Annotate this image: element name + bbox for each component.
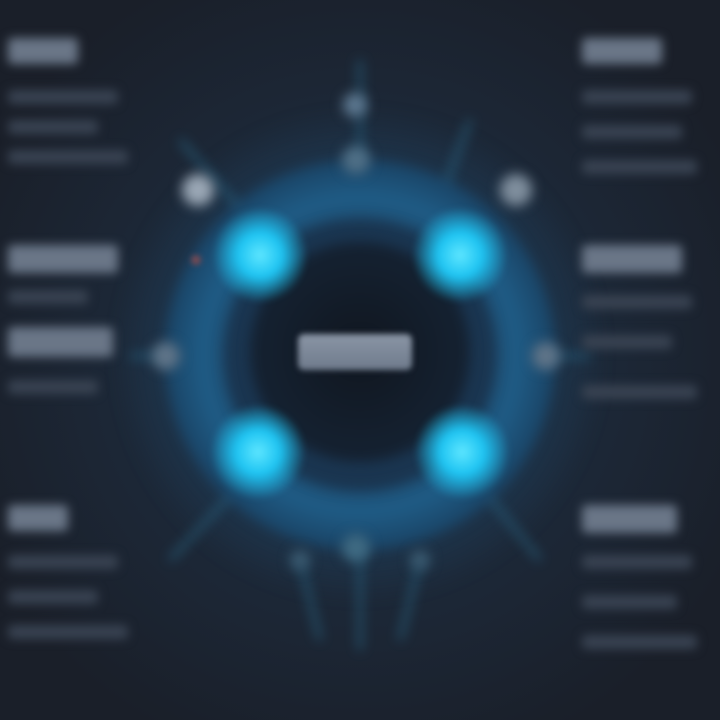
left-panel-top (8, 30, 148, 190)
left-panel-bottom (8, 495, 148, 685)
center-label (298, 334, 412, 370)
outer-node-top (343, 93, 367, 117)
glow-node-top-left (212, 207, 308, 303)
glow-nodes (210, 207, 510, 500)
right-panel-top (572, 30, 712, 200)
spoke-bottom-left (298, 559, 322, 641)
glow-node-bottom-right (414, 404, 510, 500)
outer-node-bottom-right (410, 550, 430, 570)
outer-node-bottom (342, 534, 370, 562)
outer-nodes (152, 93, 560, 570)
outer-node-right (532, 342, 560, 370)
outer-node-upper-left (182, 174, 214, 206)
accent-dot (191, 255, 201, 265)
outer-node-bottom-left (290, 550, 310, 570)
outer-node-left (152, 342, 180, 370)
glow-node-bottom-left (210, 404, 306, 500)
spoke-bottom-right (398, 559, 422, 641)
right-panel-middle (572, 235, 712, 445)
left-panel-middle (8, 235, 148, 435)
outer-node-upper-right (500, 174, 532, 206)
glow-node-top-right (412, 207, 508, 303)
outer-node-top-inner (342, 146, 370, 174)
right-panel-bottom (572, 495, 712, 685)
